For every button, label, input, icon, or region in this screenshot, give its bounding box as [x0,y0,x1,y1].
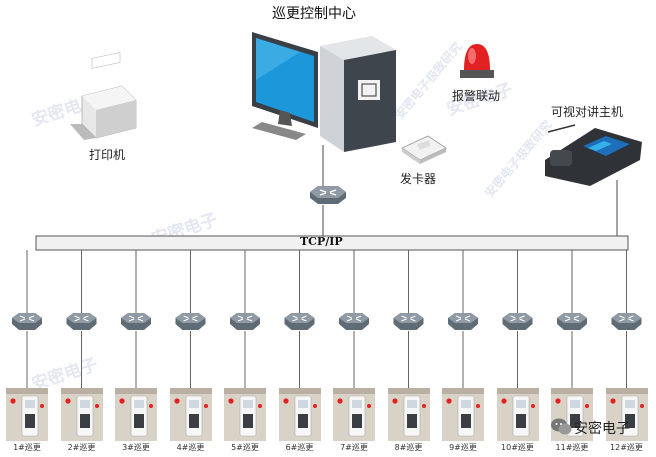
switch-icon [339,313,369,330]
patrol-reader-icon [60,388,103,442]
patrol-station: 3#巡更 [115,388,157,455]
patrol-station-label: 5#巡更 [224,441,266,455]
switch-icon [175,313,206,330]
patrol-station-label: 1#巡更 [6,441,48,455]
printer-icon [70,52,137,140]
brand-logo: 安密电子 [548,416,654,438]
patrol-station: 8#巡更 [387,388,430,455]
monitor-icon [252,32,318,140]
patrol-reader-icon [496,388,539,442]
patrol-reader-icon [278,388,321,442]
patrol-station-label: 6#巡更 [278,441,321,455]
card-issuer-label: 发卡器 [400,172,437,186]
switch-icon [284,313,315,330]
alarm-icon [460,44,494,78]
patrol-station: 6#巡更 [278,388,321,455]
patrol-station-label: 10#巡更 [496,441,539,455]
patrol-station: 2#巡更 [60,388,103,455]
patrol-station-label: 3#巡更 [115,441,157,455]
patrol-station-label: 12#巡更 [605,441,648,455]
patrol-reader-icon [333,388,375,442]
switch-icon [611,313,642,330]
bus-label: TCP/IP [300,235,343,248]
logo-text: 安密电子 [574,421,630,437]
alarm-label: 报警联动 [452,89,501,103]
tcpip-bus [35,235,629,251]
patrol-station-label: 8#巡更 [387,441,430,455]
patrol-station-label: 7#巡更 [333,441,375,455]
patrol-station-label: 9#巡更 [442,441,484,455]
patrol-station: 11#巡更 [551,388,593,455]
intercom-host-icon [545,124,642,186]
patrol-station-label: 11#巡更 [551,441,593,455]
patrol-station-label: 4#巡更 [169,441,212,455]
patrol-station-label: 2#巡更 [60,441,103,455]
patrol-reader-icon [387,388,430,442]
intercom-label: 可视对讲主机 [551,105,624,119]
patrol-station: 12#巡更 [605,388,648,455]
patrol-reader-icon [551,388,593,442]
patrol-station: 10#巡更 [496,388,539,455]
patrol-reader-icon [442,388,484,442]
switch-icon [121,313,151,330]
patrol-station: 1#巡更 [6,388,48,455]
switch-row [12,313,642,330]
diagram-title: 巡更控制中心 [272,6,356,22]
drop-lines [26,250,627,390]
core-switch-icon [310,186,346,204]
switch-icon [393,313,424,330]
patrol-reader-icon [6,388,48,442]
patrol-reader-icon [224,388,266,442]
switch-icon [66,313,97,330]
patrol-reader-icon [169,388,212,442]
wechat-icon [551,418,572,435]
patrol-station: 5#巡更 [224,388,266,455]
patrol-reader-icon [115,388,157,442]
patrol-station: 9#巡更 [442,388,484,455]
pc-tower-icon [320,36,396,152]
patrol-station: 7#巡更 [333,388,375,455]
switch-icon [502,313,533,330]
switch-icon [12,313,42,330]
switch-icon [557,313,587,330]
switch-icon [448,313,478,330]
patrol-reader-icon [605,388,648,442]
card-issuer-icon [401,135,447,164]
patrol-station: 4#巡更 [169,388,212,455]
printer-label: 打印机 [89,148,126,162]
switch-icon [230,313,260,330]
